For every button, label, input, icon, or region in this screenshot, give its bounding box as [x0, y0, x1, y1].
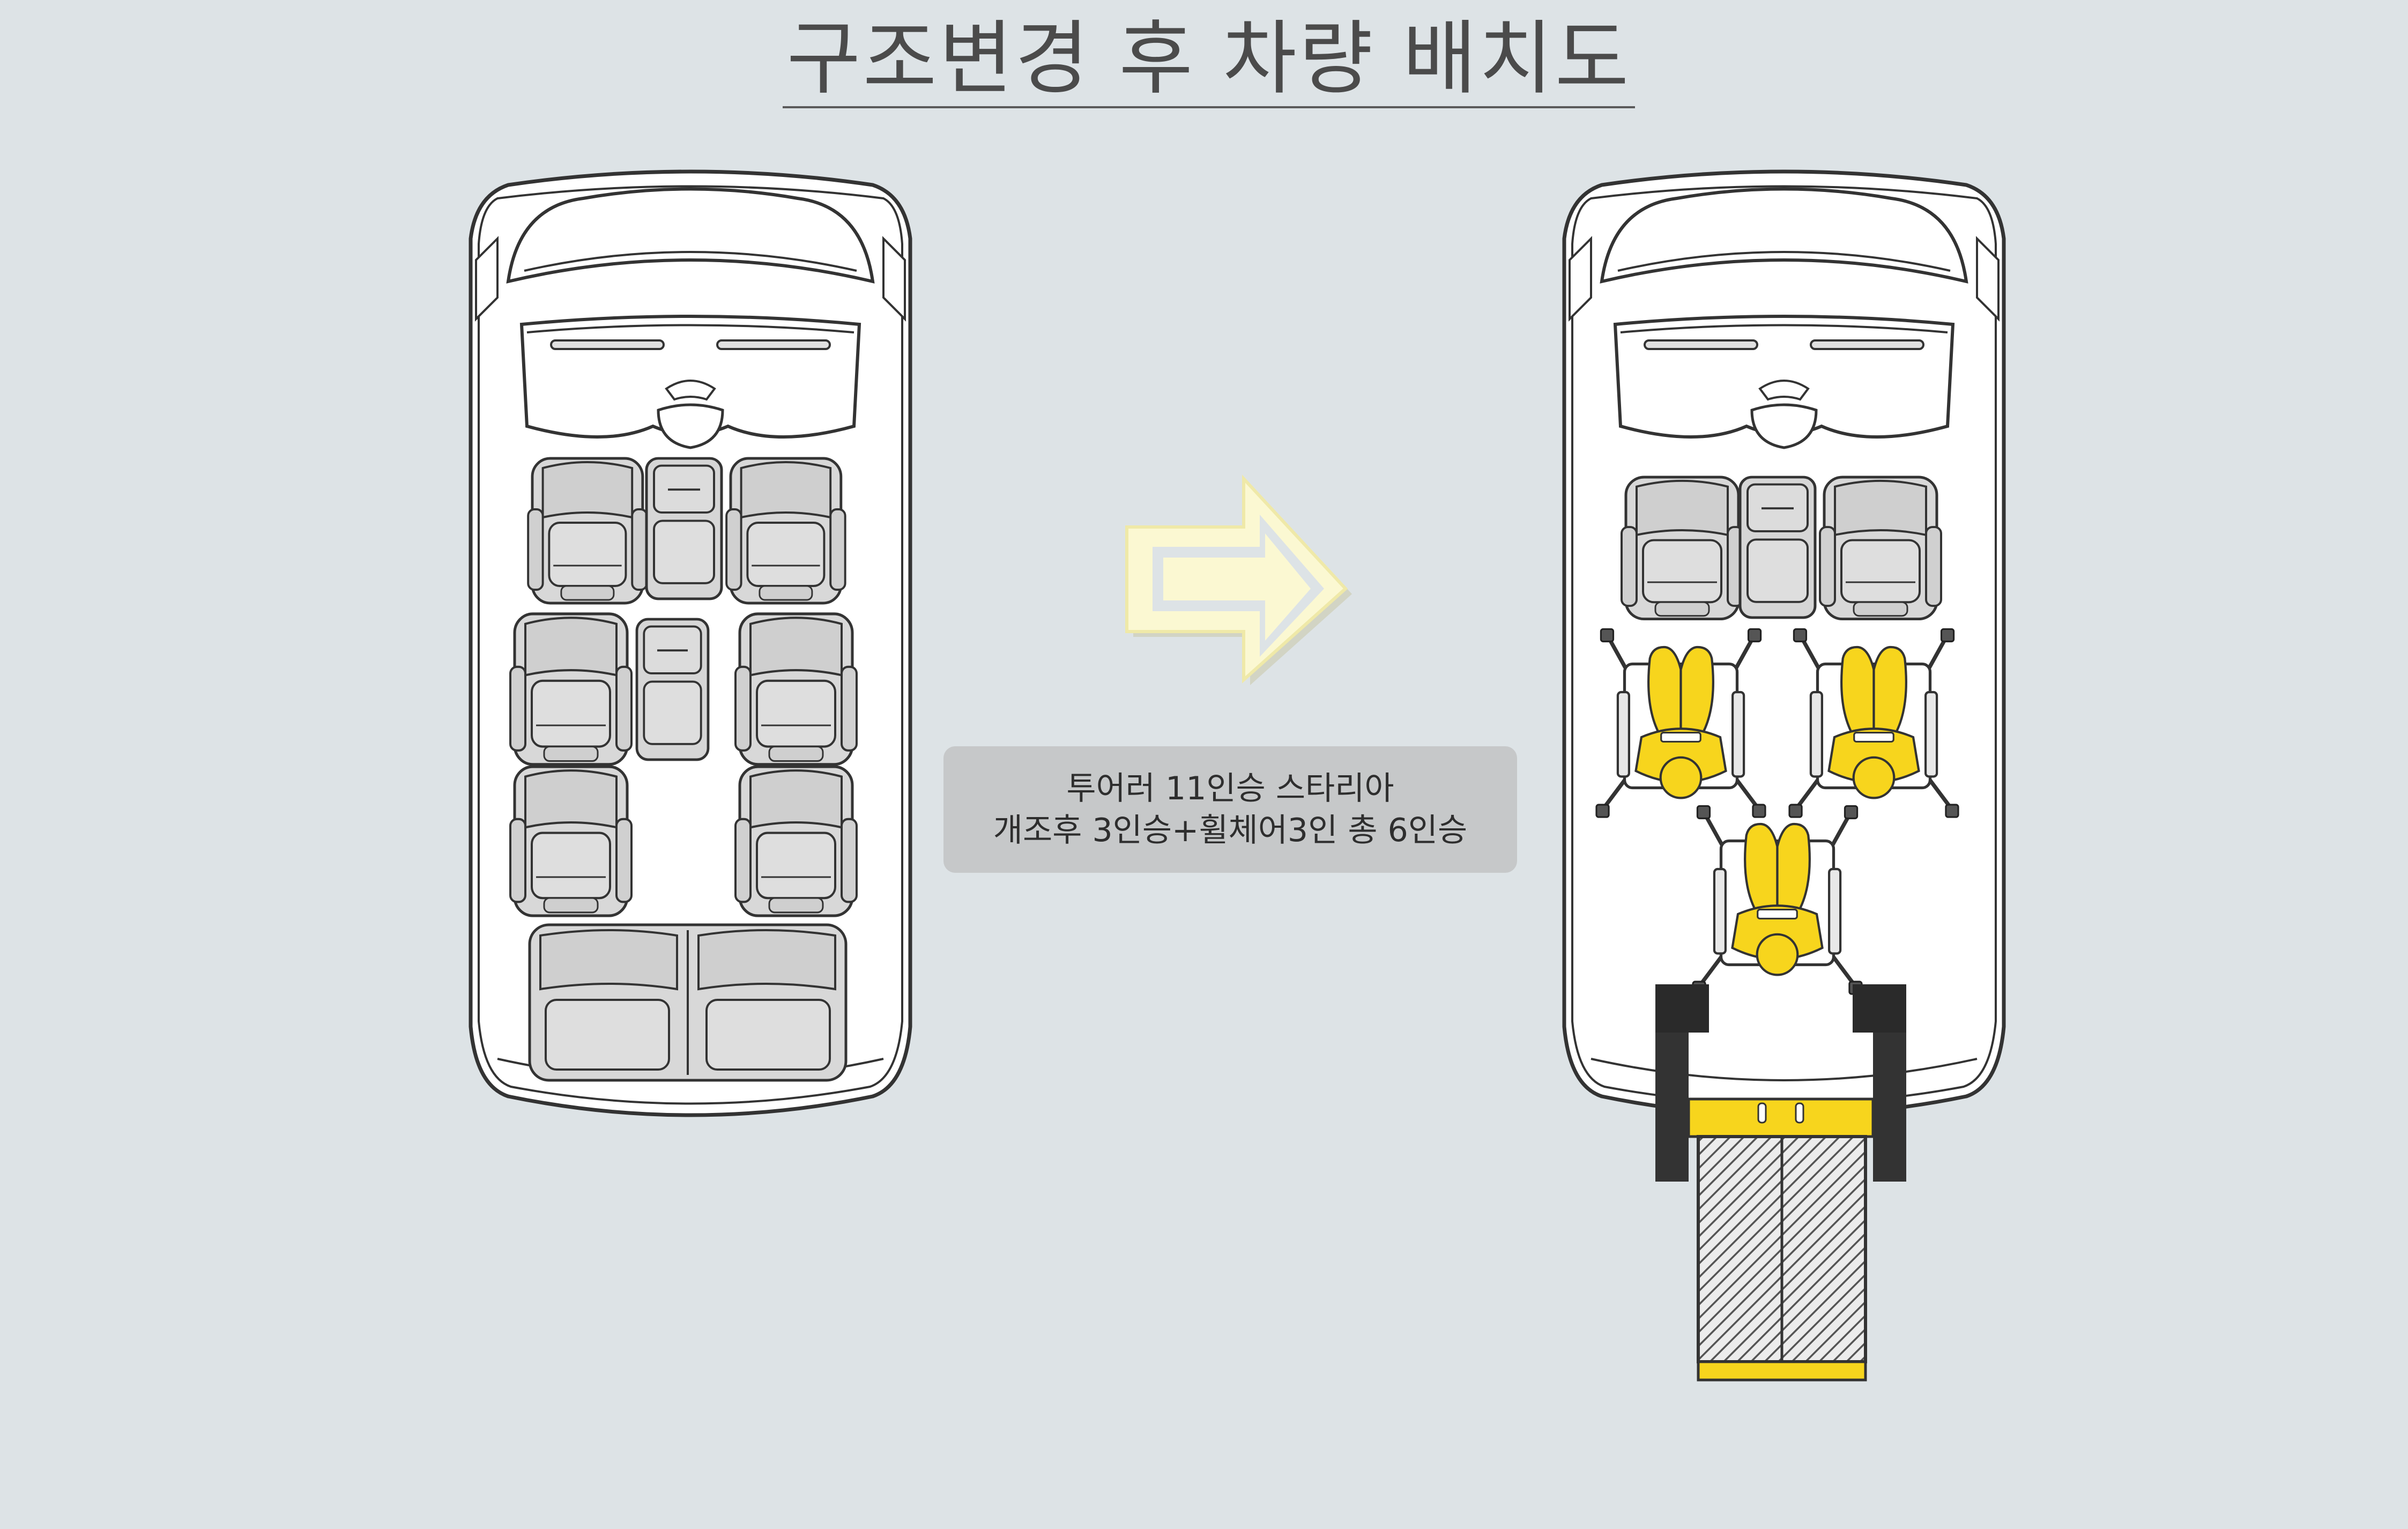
title-underline	[783, 106, 1635, 108]
seat	[726, 458, 845, 603]
seat	[1622, 477, 1743, 619]
page-title: 구조변경 후 차량 배치도	[786, 12, 1631, 106]
description-line-1: 투어러 11인승 스타리아	[1066, 770, 1394, 807]
description-box: 투어러 11인승 스타리아 개조후 3인승+휠체어3인 총 6인승	[943, 746, 1517, 873]
seat	[510, 767, 631, 916]
seat	[637, 619, 708, 760]
seat	[735, 614, 857, 764]
transition-arrow	[1125, 474, 1352, 685]
after-vehicle	[1564, 172, 2004, 1115]
rear-bench	[528, 923, 848, 1082]
seat	[735, 767, 857, 916]
description-line-2: 개조후 3인승+휠체어3인 총 6인승	[993, 812, 1468, 849]
wheelchair-lift	[1655, 984, 1906, 1382]
seat	[1740, 477, 1815, 618]
before-vehicle	[471, 172, 910, 1115]
seat	[528, 458, 646, 603]
seat	[646, 458, 722, 599]
seat	[510, 614, 631, 764]
seat	[1820, 477, 1941, 619]
